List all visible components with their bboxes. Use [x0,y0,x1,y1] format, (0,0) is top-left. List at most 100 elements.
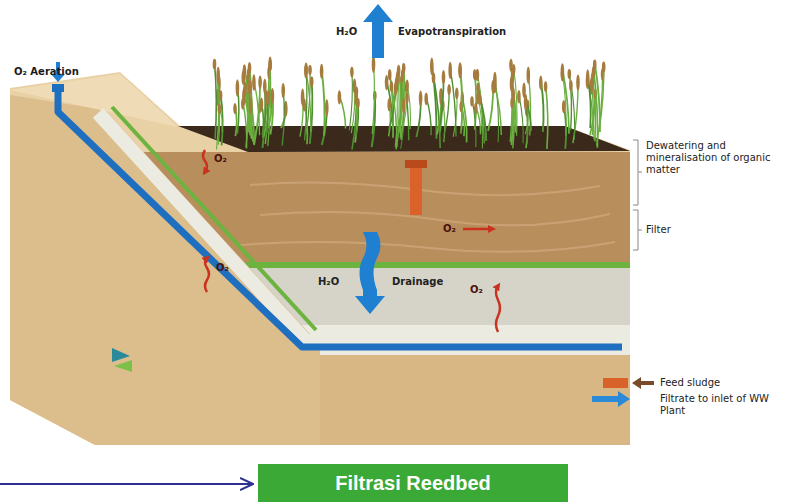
feed-pipe-end [603,378,628,388]
reed-head [243,82,247,98]
reed-head [419,91,423,107]
water-label: H₂O [318,276,348,288]
reed-stem [215,62,217,139]
reed-stem [391,84,397,147]
reed-head [527,67,531,84]
layer-bracket [633,210,642,250]
layer-label: Dewatering and mineralisation of organic… [646,140,771,176]
process-label: Evapotranspiration [398,26,518,38]
reed-head [320,64,324,79]
oxygen-label: O₂ [443,223,463,235]
reed-head [402,98,406,115]
reed-head [561,69,565,82]
vent-cap [405,160,427,168]
oxygen-label: O₂ [216,262,238,274]
reed-head [491,80,495,93]
flow-label: Feed sludge [660,377,770,389]
reed-head [569,80,573,91]
reed-head [447,84,451,95]
reed-head [388,69,392,80]
oxygen-label: O₂ [470,284,492,296]
reed-head [586,69,590,87]
evaporation-arrow [363,4,393,58]
logo-mark [112,348,130,362]
feed-arrow [632,377,654,389]
reed-head [216,66,220,84]
reed-head [252,74,256,91]
reed-head [524,94,528,110]
aeration-pipe [58,88,622,347]
layer-bracket [633,140,642,205]
reed-stem [472,99,476,147]
process-label: O₂ Aeration [14,66,54,78]
reed-head [442,70,446,84]
water-label: H₂O [336,26,364,38]
sludge-streak [240,182,615,251]
reed-head [268,57,272,72]
reed-head [539,76,543,91]
reed-head [430,57,434,75]
reed-stem [595,63,600,132]
reed-head [512,64,516,75]
reed-head [248,62,252,74]
reed-head [602,62,606,73]
reed-stem [399,69,401,138]
layer-label: Filter [646,224,706,236]
oxygen-arrow [205,258,209,292]
reed-stem [434,76,441,148]
pointer-arrow [0,483,252,485]
oxygen-arrow [463,228,492,231]
reed-head [517,90,521,104]
reed-head [249,97,253,115]
reed-head [544,81,548,92]
reed-head [402,63,406,74]
reeds [213,55,606,149]
reed-stem [306,70,311,132]
reed-head [338,90,342,104]
reed-head [271,88,275,104]
logo-mark [114,360,132,372]
reed-stem [514,68,517,136]
reed-head [470,96,474,106]
reed-head [372,55,376,73]
flow-label: Filtrate to inlet of WW Plant [660,393,770,417]
reed-stem [322,69,325,136]
reed-head [576,74,580,90]
reed-head [387,98,391,111]
reed-head [310,76,314,87]
reed-head [265,90,269,106]
reed-head [308,65,312,75]
reed-head [304,65,308,79]
process-label: Drainage [392,276,462,288]
oxygen-arrow [496,286,500,332]
pipe-cap [52,84,64,92]
reed-head [432,73,436,84]
reed-stem [254,80,260,145]
oxygen-arrow [203,150,207,172]
reed-stem [450,68,456,136]
reed-head [236,79,240,97]
reed-head [218,104,222,114]
drainage-arrow [355,232,385,314]
reed-head [302,98,306,111]
reed-head [390,80,394,92]
reed-head [405,80,409,93]
reed-head [424,92,428,105]
reed-stem [571,84,575,140]
reed-head [213,59,217,70]
reed-head [258,76,262,89]
reed-head [243,64,247,77]
reed-head [476,69,480,82]
reed-head [568,69,572,79]
reed-head [233,103,237,114]
reed-head [248,80,252,95]
reed-stem [562,73,566,136]
ground-block [10,72,630,445]
reed-stem [546,85,548,149]
vent-pipe [410,165,422,215]
reed-stem [432,64,437,138]
reed-stem [460,70,462,134]
reed-head [476,92,480,105]
